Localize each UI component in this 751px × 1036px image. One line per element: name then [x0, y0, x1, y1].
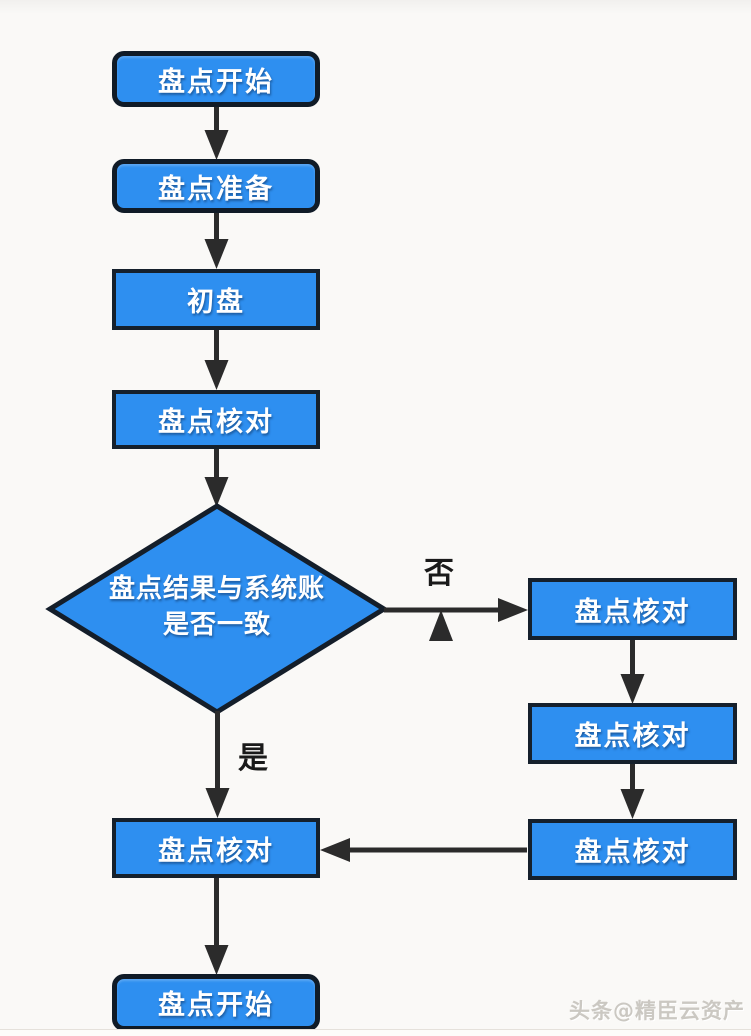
node-start-top: 盘点开始 [112, 51, 320, 107]
node-check-1-label: 盘点核对 [158, 407, 274, 438]
arrowhead-down-icon [620, 674, 645, 704]
watermark: 头条@精臣云资产 [569, 999, 745, 1023]
node-recheck-right-1-label: 盘点核对 [574, 596, 691, 628]
edge-label-yes: 是 [238, 741, 268, 776]
arrowhead-down-icon [204, 239, 229, 269]
arrowhead-down-icon [205, 788, 230, 818]
node-recheck-right-3: 盘点核对 [528, 819, 737, 880]
arrowhead-down-icon [620, 789, 645, 819]
arrowhead-right-icon [498, 598, 528, 622]
arrowhead-left-icon [320, 838, 350, 862]
decision-label: 盘点结果与系统账 是否一致 [87, 572, 347, 644]
edge-recheck1-to-recheck2 [620, 639, 645, 704]
edge-decision-no-branch [384, 598, 528, 641]
decision-label-line2: 是否一致 [162, 609, 271, 640]
node-recheck-right-2-label: 盘点核对 [574, 721, 691, 752]
decision-label-line1: 盘点结果与系统账 [108, 574, 325, 604]
edge-check1-to-decision [204, 448, 229, 507]
node-recheck-right-3-label: 盘点核对 [574, 837, 691, 868]
arrowhead-down-icon [204, 945, 229, 975]
node-initial-count-label: 初盘 [187, 287, 245, 318]
edge-decision-yes-branch [205, 711, 230, 818]
edge-prepare-to-initial [204, 212, 229, 269]
arrowhead-down-icon [204, 130, 229, 160]
edge-label-no: 否 [424, 556, 454, 591]
node-recheck-right-2: 盘点核对 [528, 703, 737, 764]
node-start-bottom: 盘点开始 [112, 974, 320, 1031]
arrowhead-down-icon [204, 477, 229, 507]
node-initial-count: 初盘 [112, 269, 320, 330]
node-prepare-label: 盘点准备 [158, 173, 274, 205]
node-start-top-label: 盘点开始 [158, 66, 274, 98]
node-check-1: 盘点核对 [112, 390, 320, 449]
node-start-bottom-label: 盘点开始 [158, 990, 274, 1021]
edge-recheck3-to-checkfinal [320, 838, 527, 862]
arrowhead-up-icon [429, 610, 453, 641]
edge-start-to-prepare [204, 105, 229, 160]
node-prepare: 盘点准备 [112, 159, 320, 213]
node-check-final-label: 盘点核对 [158, 835, 274, 867]
bottom-strip [0, 1029, 751, 1036]
edge-checkfinal-to-startbottom [204, 877, 229, 975]
arrowhead-down-icon [204, 360, 229, 390]
node-check-final: 盘点核对 [112, 818, 320, 878]
edge-initial-to-check1 [204, 329, 229, 390]
node-recheck-right-1: 盘点核对 [528, 578, 737, 640]
edge-recheck2-to-recheck3 [620, 763, 645, 819]
